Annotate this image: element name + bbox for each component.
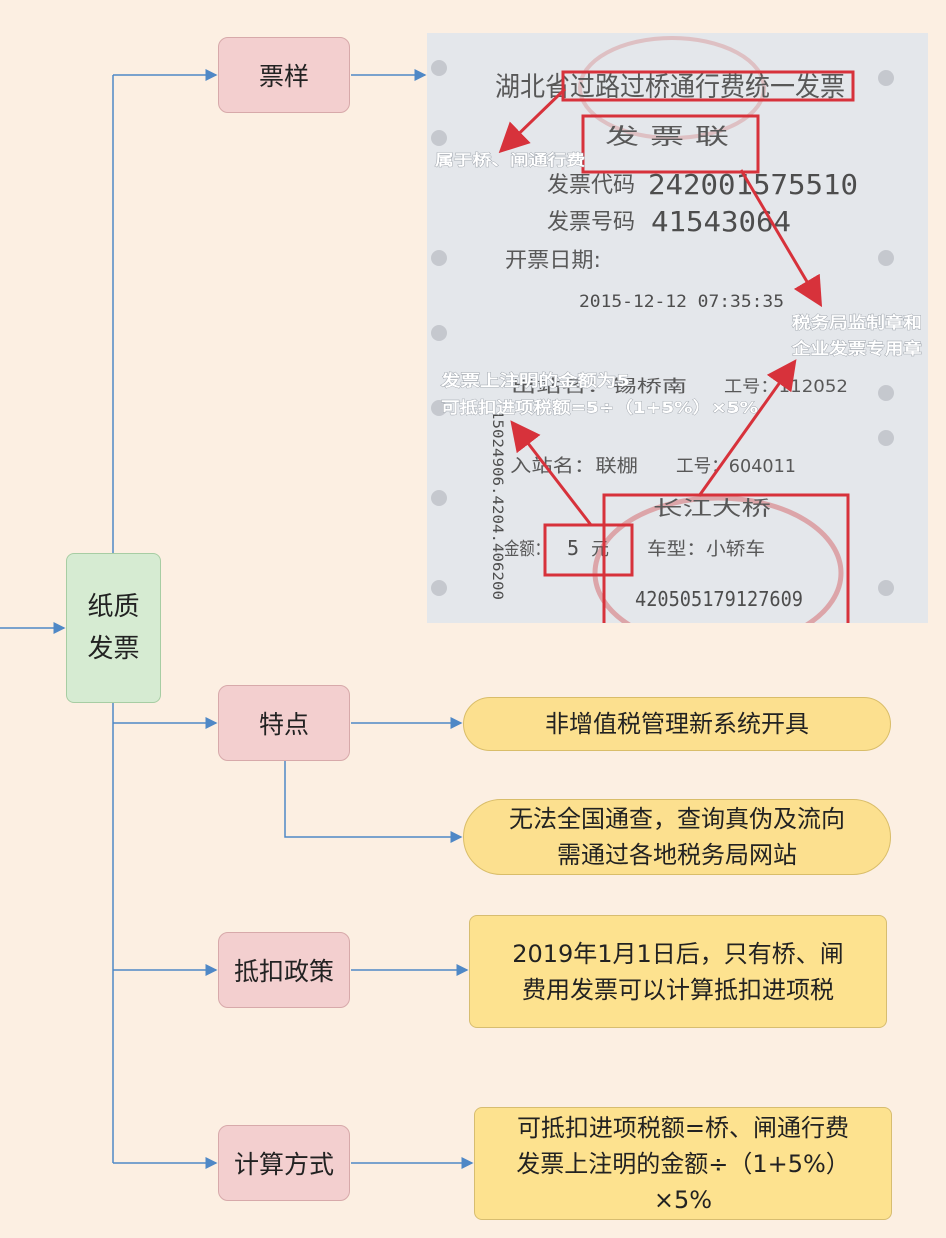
tax-bureau-seal-top (578, 36, 766, 140)
invoice-entry-staff: 工号：604011 (676, 456, 796, 477)
highlight-title (561, 70, 855, 102)
highlight-seal (602, 493, 850, 623)
tractor-hole-icon (431, 60, 447, 76)
annotation-arrow-stub (739, 169, 823, 308)
invoice-seal-number: 420505179127609 (635, 587, 803, 611)
tractor-hole-icon (878, 250, 894, 266)
invoice-sample-image: 湖北省过路过桥通行费统一发票 发 票 联 发票代码 242001575510 发… (427, 33, 928, 623)
branch-features-label: 特点 (258, 710, 309, 739)
invoice-title: 湖北省过路过桥通行费统一发票 (495, 72, 845, 103)
calculation-formula-line-3: ×5% (653, 1185, 713, 1214)
annotation-seal-line-2: 企业发票专用章 (791, 339, 922, 358)
company-invoice-seal (592, 495, 844, 623)
invoice-side-number: 15024906.4204.406200 (489, 410, 505, 600)
highlight-stub (581, 114, 760, 174)
tractor-hole-icon (878, 580, 894, 596)
feature-new-system-text: 非增值税管理新系统开具 (545, 710, 809, 738)
annotation-bridge-toll: 属于桥、闸通行费 (435, 151, 585, 169)
annotation-arrow-amount (510, 420, 593, 526)
highlight-amount (543, 523, 634, 577)
root-label-line-1: 纸质 (87, 592, 140, 622)
calculation-formula-line-1: 可抵扣进项税额=桥、闸通行费 (516, 1113, 850, 1142)
invoice-sample-drawing: 湖北省过路过桥通行费统一发票 发 票 联 发票代码 242001575510 发… (427, 33, 928, 623)
tractor-hole-icon (431, 400, 447, 416)
invoice-exit-station: 出站名：锡桥南 (511, 377, 687, 397)
feature-query-text-line-2: 需通过各地税务局网站 (557, 841, 797, 869)
invoice-date-value: 2015-12-12 07:35:35 (579, 292, 784, 312)
branch-policy-label: 抵扣政策 (233, 957, 334, 986)
tractor-hole-icon (878, 385, 894, 401)
calculation-formula-node: 可抵扣进项税额=桥、闸通行费 发票上注明的金额÷（1+5%） ×5% (474, 1107, 892, 1220)
policy-text-line-2: 费用发票可以计算抵扣进项税 (522, 975, 834, 1004)
invoice-number-value: 41543064 (651, 205, 791, 238)
invoice-number-label: 发票号码 (547, 210, 635, 235)
invoice-stub-label: 发 票 联 (605, 125, 729, 150)
branch-sample: 票样 (218, 37, 350, 113)
tractor-hole-icon (431, 580, 447, 596)
tractor-hole-icon (431, 250, 447, 266)
branch-calculation: 计算方式 (218, 1125, 350, 1201)
tractor-hole-icon (431, 325, 447, 341)
tractor-hole-icon (878, 430, 894, 446)
branch-features: 特点 (218, 685, 350, 761)
annotation-arrow-title (498, 87, 567, 154)
feature-new-system-node: 非增值税管理新系统开具 (463, 697, 891, 751)
root-node-paper-invoice: 纸质 发票 (66, 553, 161, 703)
invoice-amount-label: 金额： (504, 539, 550, 560)
tractor-hole-icon (878, 70, 894, 86)
annotation-amount-line-2: 可抵扣进项税额=5÷（1+5%）×5% (441, 398, 758, 417)
policy-text-line-1: 2019年1月1日后，只有桥、闸 (512, 939, 844, 968)
policy-text-node: 2019年1月1日后，只有桥、闸 费用发票可以计算抵扣进项税 (469, 915, 887, 1028)
invoice-amount-value: 5 (567, 536, 579, 560)
branch-calculation-label: 计算方式 (233, 1150, 334, 1179)
root-label-line-2: 发票 (87, 634, 140, 664)
branch-policy: 抵扣政策 (218, 932, 350, 1008)
annotation-amount-line-1: 发票上注明的金额为5 (440, 371, 630, 390)
calculation-formula-line-2: 发票上注明的金额÷（1+5%） (516, 1149, 850, 1178)
annotation-arrow-seal (697, 359, 797, 497)
feature-query-text-line-1: 无法全国通查，查询真伪及流向 (509, 805, 845, 833)
invoice-exit-staff: 工号：112052 (724, 377, 848, 397)
feature-query-node: 无法全国通查，查询真伪及流向 需通过各地税务局网站 (463, 799, 891, 875)
invoice-date-label: 开票日期: (505, 248, 601, 272)
invoice-seal-text: 长江大桥 (653, 496, 771, 520)
invoice-entry-station: 入站名：联棚 (510, 456, 638, 477)
branch-sample-label: 票样 (258, 62, 309, 91)
tractor-hole-icon (431, 490, 447, 506)
annotation-seal-line-1: 税务局监制章和 (792, 313, 922, 332)
invoice-vehicle-type: 车型：小轿车 (647, 539, 765, 560)
invoice-amount-unit: 元 (591, 539, 609, 560)
tractor-hole-icon (431, 130, 447, 146)
invoice-code-label: 发票代码 (547, 173, 635, 198)
